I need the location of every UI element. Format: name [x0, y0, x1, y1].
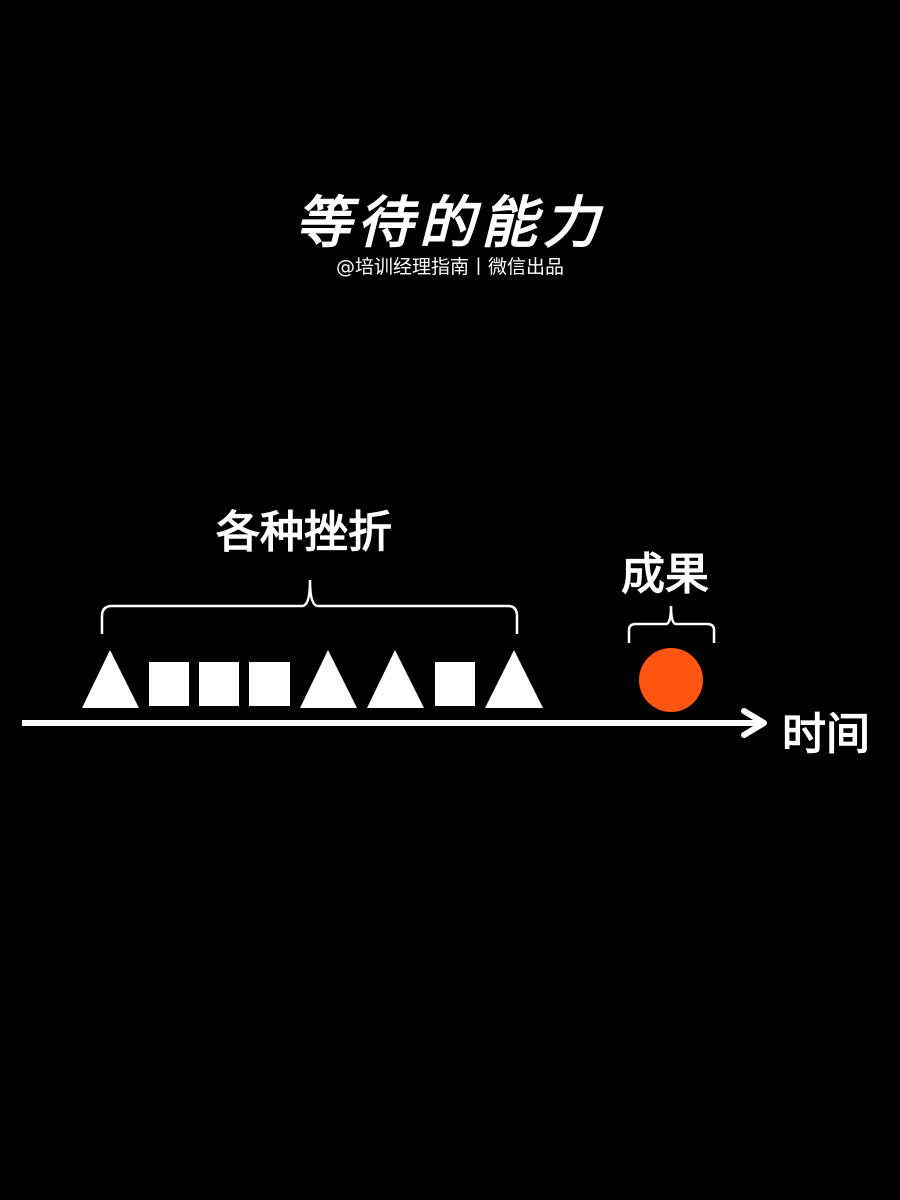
setbacks-label: 各种挫折: [216, 507, 392, 558]
setbacks-brace: [100, 579, 519, 634]
arrow-head-icon: [741, 708, 767, 738]
result-label: 成果: [621, 549, 709, 600]
page-title: 等待的能力: [295, 191, 605, 256]
setback-triangle: [485, 650, 543, 708]
setback-triangle: [300, 650, 357, 708]
result-circle: [639, 648, 703, 712]
setback-square: [199, 662, 239, 706]
setback-triangle: [82, 650, 139, 708]
page-subtitle: @培训经理指南丨微信出品: [335, 256, 564, 278]
setback-square: [149, 662, 189, 706]
setback-triangle: [367, 650, 424, 708]
result-brace: [627, 605, 716, 643]
time-axis-label: 时间: [782, 709, 870, 760]
setback-square: [435, 662, 475, 706]
setback-square: [249, 662, 290, 706]
